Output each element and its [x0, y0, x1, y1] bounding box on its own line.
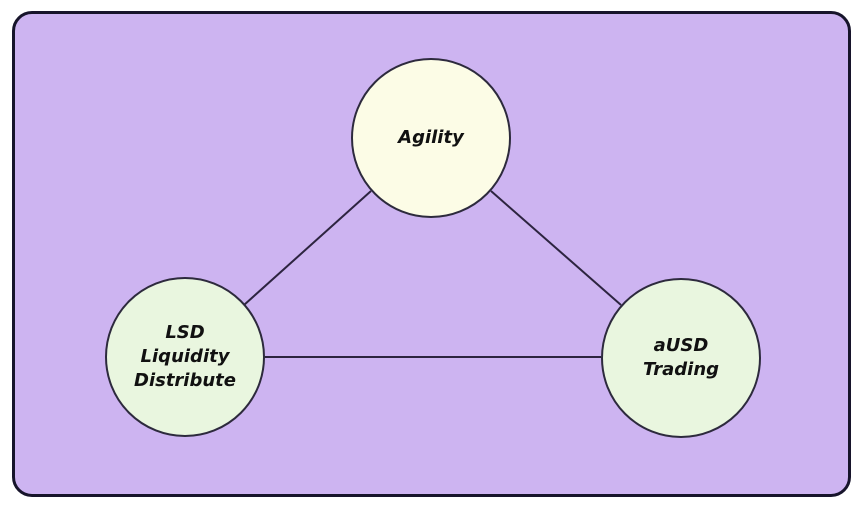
- node-ausd-trading[interactable]: aUSD Trading: [601, 278, 761, 438]
- node-lsd-liquidity-distribute[interactable]: LSD Liquidity Distribute: [105, 277, 265, 437]
- node-ausd-trading-label: aUSD Trading: [642, 334, 720, 380]
- node-lsd-liquidity-distribute-label: LSD Liquidity Distribute: [134, 321, 236, 392]
- node-agility[interactable]: Agility: [351, 58, 511, 218]
- node-agility-label: Agility: [398, 126, 464, 148]
